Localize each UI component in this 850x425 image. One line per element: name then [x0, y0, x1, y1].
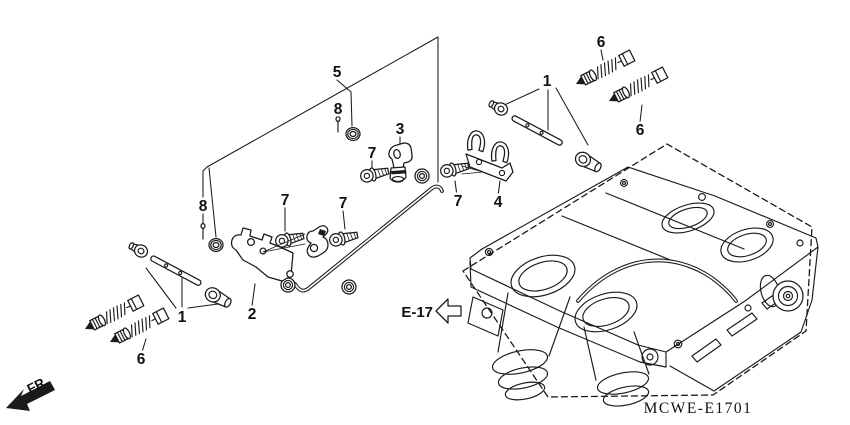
part-3-drawing — [388, 142, 413, 183]
screw-part-6-b — [106, 307, 170, 348]
callout-3[interactable]: 3 — [393, 120, 407, 139]
callout-bg — [196, 197, 210, 214]
grommet-a — [414, 168, 430, 184]
callout-8-left[interactable]: 8 — [196, 197, 210, 216]
callout-label[interactable]: 6 — [137, 351, 146, 368]
callout-label[interactable]: 7 — [454, 193, 463, 210]
bolt-part-7-a — [358, 163, 391, 185]
throttle-body-drawing — [467, 166, 819, 407]
front-direction-indicator: FR. — [6, 373, 55, 411]
throttle-body-boundary — [462, 143, 813, 398]
callout-label[interactable]: 5 — [333, 64, 342, 81]
callout-bg — [331, 100, 345, 117]
callout-bg — [278, 191, 292, 208]
callout-label[interactable]: 8 — [334, 101, 343, 118]
callout-7-c[interactable]: 7 — [336, 194, 350, 213]
callout-bg — [540, 72, 554, 89]
callout-label[interactable]: 1 — [543, 73, 552, 90]
e17-arrow-icon — [435, 298, 462, 324]
callout-label[interactable]: 4 — [494, 194, 503, 211]
callout-bg — [451, 192, 465, 209]
pin-part-8-top — [335, 115, 341, 133]
callout-8-top[interactable]: 8 — [331, 100, 345, 119]
callout-label[interactable]: 7 — [339, 195, 348, 212]
fr-arrow-icon — [6, 381, 55, 411]
screw-part-6-d — [605, 66, 669, 107]
callout-5[interactable]: 5 — [330, 63, 344, 82]
callout-bg — [336, 194, 350, 211]
callout-bg — [134, 350, 148, 367]
ref-e17-label[interactable]: E-17 — [401, 304, 433, 321]
bolt-part-7-b — [273, 228, 306, 250]
callout-label[interactable]: 6 — [597, 34, 606, 51]
bolt-part-7-c — [327, 227, 360, 249]
callout-6-c[interactable]: 6 — [134, 350, 148, 369]
screw-part-6-a — [81, 294, 145, 335]
link-rod-drawing — [293, 184, 444, 293]
callout-bg — [330, 63, 344, 80]
callout-2[interactable]: 2 — [245, 305, 259, 324]
rod-assembly-right — [486, 97, 605, 176]
cam-lever-drawing — [306, 225, 329, 258]
callout-label[interactable]: 6 — [636, 122, 645, 139]
callout-label[interactable]: 2 — [248, 306, 257, 323]
callout-bg — [393, 120, 407, 137]
callout-bg — [175, 308, 189, 325]
part-2-drawing — [230, 227, 306, 282]
part-callouts: 5 8 3 7 1 6 6 8 7 7 7 4 1 2 6 — [134, 33, 647, 369]
callout-bg — [594, 33, 608, 50]
callout-bg — [365, 144, 379, 161]
washer-part-5-left — [208, 237, 224, 253]
callout-1-left[interactable]: 1 — [175, 308, 189, 327]
bolt-part-7-d — [438, 158, 471, 180]
callout-label[interactable]: 7 — [281, 192, 290, 209]
washer-part-5-top — [345, 126, 361, 142]
callout-4[interactable]: 4 — [491, 193, 505, 212]
callout-7-b[interactable]: 7 — [278, 191, 292, 210]
diagram-code: MCWE-E1701 — [644, 400, 753, 417]
leader-lines — [141, 36, 643, 353]
callout-6-a[interactable]: 6 — [594, 33, 608, 52]
callout-7-d[interactable]: 7 — [451, 192, 465, 211]
callout-label[interactable]: 3 — [396, 121, 405, 138]
pin-part-8-left — [200, 222, 206, 240]
part-4-drawing — [461, 130, 514, 182]
callout-label[interactable]: 8 — [199, 198, 208, 215]
callout-bg — [245, 305, 259, 322]
callout-label[interactable]: 1 — [178, 309, 187, 326]
callout-label[interactable]: 7 — [368, 145, 377, 162]
ref-e17-link[interactable]: E-17 — [401, 298, 462, 324]
callout-bg — [633, 121, 647, 138]
screw-part-6-c — [572, 49, 636, 90]
callout-1-right[interactable]: 1 — [540, 72, 554, 91]
callout-6-b[interactable]: 6 — [633, 121, 647, 140]
grommet-c — [341, 279, 357, 295]
callout-bg — [491, 193, 505, 210]
callout-7-a[interactable]: 7 — [365, 144, 379, 163]
